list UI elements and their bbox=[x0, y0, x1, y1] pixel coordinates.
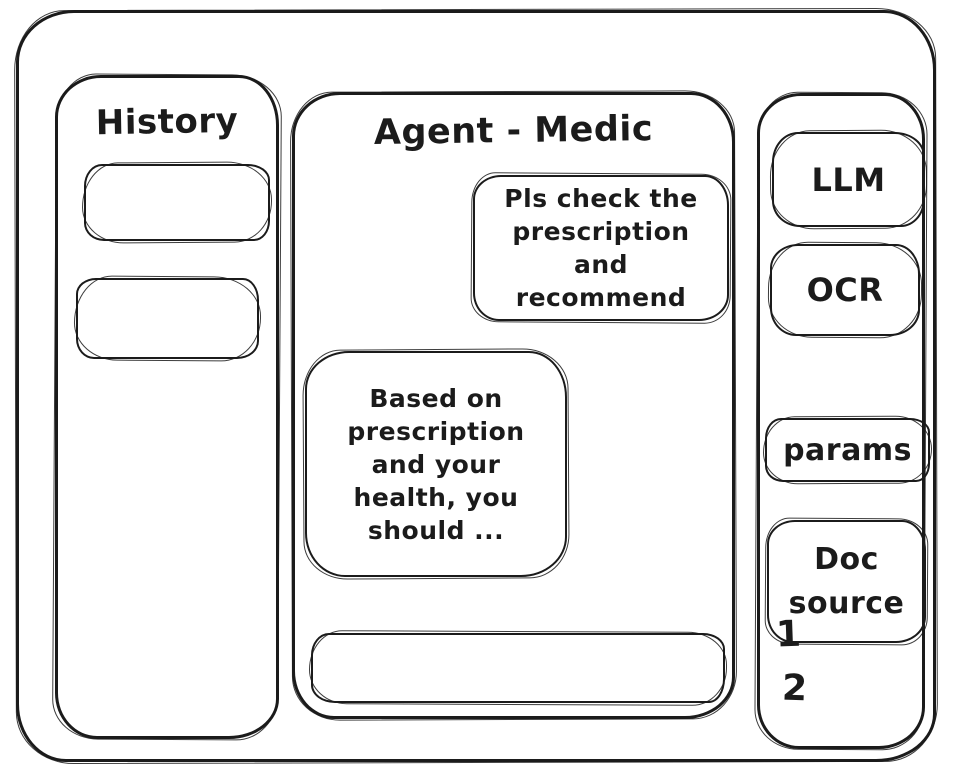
message-input-box bbox=[311, 633, 725, 703]
params-button[interactable]: params bbox=[765, 418, 930, 482]
history-title: History bbox=[95, 100, 239, 144]
history-sidebar: History bbox=[55, 75, 279, 739]
doc-source-item-2[interactable]: 2 bbox=[781, 667, 809, 710]
history-item[interactable] bbox=[76, 278, 259, 359]
assistant-message-bubble: Based on prescription and your health, y… bbox=[305, 351, 567, 577]
chat-panel: Agent - Medic Pls check the prescription… bbox=[292, 92, 735, 719]
history-item[interactable] bbox=[84, 164, 270, 241]
llm-button[interactable]: LLM bbox=[772, 132, 925, 227]
user-message-bubble: Pls check the prescription and recommend bbox=[473, 175, 729, 321]
message-input[interactable] bbox=[323, 639, 717, 697]
ocr-button[interactable]: OCR bbox=[770, 244, 920, 336]
tools-sidebar: LLM OCR params Doc source 1 2 bbox=[757, 93, 930, 749]
app-frame: History Agent - Medic Pls check the pres… bbox=[16, 10, 936, 762]
doc-source-item-1[interactable]: 1 bbox=[775, 613, 803, 656]
chat-title: Agent - Medic bbox=[373, 109, 654, 153]
doc-source-button[interactable]: Doc source bbox=[767, 520, 926, 643]
